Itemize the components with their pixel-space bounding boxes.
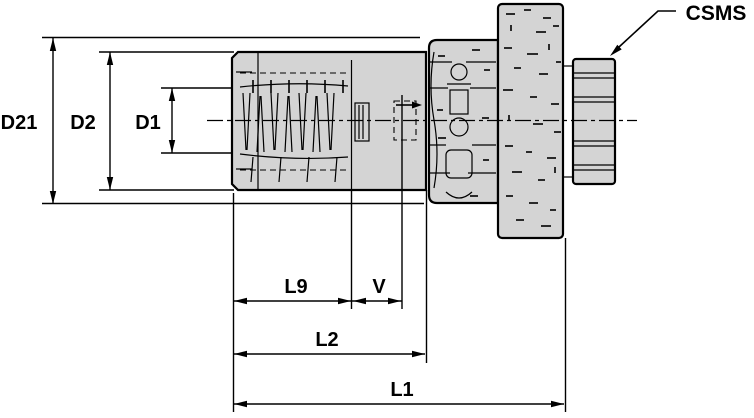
collar-ledges: [430, 61, 496, 174]
dim-v: [352, 297, 402, 305]
arrow-up-icon: [106, 52, 114, 65]
leader-arrow-icon: [610, 44, 622, 56]
label-l2: L2: [315, 329, 338, 351]
dim-d1: [161, 87, 233, 154]
label-d2: D2: [70, 112, 96, 134]
arrow-right-icon: [412, 350, 425, 358]
collet-slot-ticks: [252, 80, 344, 93]
collet-internal-detail: [239, 60, 422, 190]
dim-l9: [234, 297, 351, 305]
dim-l1: [234, 400, 564, 408]
shank-outline: [571, 57, 617, 186]
label-l9: L9: [284, 276, 307, 298]
label-csms: CSMS: [686, 2, 747, 25]
arrow-up-icon: [49, 38, 57, 51]
arrow-right-icon: [388, 297, 401, 305]
arrow-down-icon: [49, 191, 57, 204]
csms-shank: [562, 57, 617, 186]
label-d21: D21: [1, 112, 38, 134]
extension-lines: [232, 95, 567, 412]
label-v: V: [372, 276, 386, 298]
arrow-up-icon: [168, 88, 176, 101]
collet-slits: [242, 92, 338, 183]
flow-arrow-icon: [412, 101, 422, 109]
arrow-left-icon: [353, 297, 366, 305]
arrow-right-icon: [551, 400, 564, 408]
arrow-left-icon: [234, 350, 247, 358]
dim-d2: [99, 51, 234, 191]
label-d1: D1: [135, 112, 161, 134]
arrow-right-icon: [338, 297, 351, 305]
arrow-left-icon: [234, 400, 247, 408]
bore-top-edge: [239, 83, 349, 88]
dim-l2: [234, 350, 425, 358]
clamp-mechanism: [445, 63, 473, 199]
collar-texture: [437, 49, 490, 197]
label-l1: L1: [390, 379, 413, 401]
flange-texture: [503, 9, 561, 227]
clamp-block: [354, 102, 370, 142]
arrow-down-icon: [168, 140, 176, 153]
arrow-down-icon: [106, 177, 114, 190]
collar-section: [427, 38, 500, 205]
shank-grooves: [574, 72, 614, 171]
arrow-left-icon: [234, 297, 247, 305]
csms-leader: [610, 10, 676, 56]
